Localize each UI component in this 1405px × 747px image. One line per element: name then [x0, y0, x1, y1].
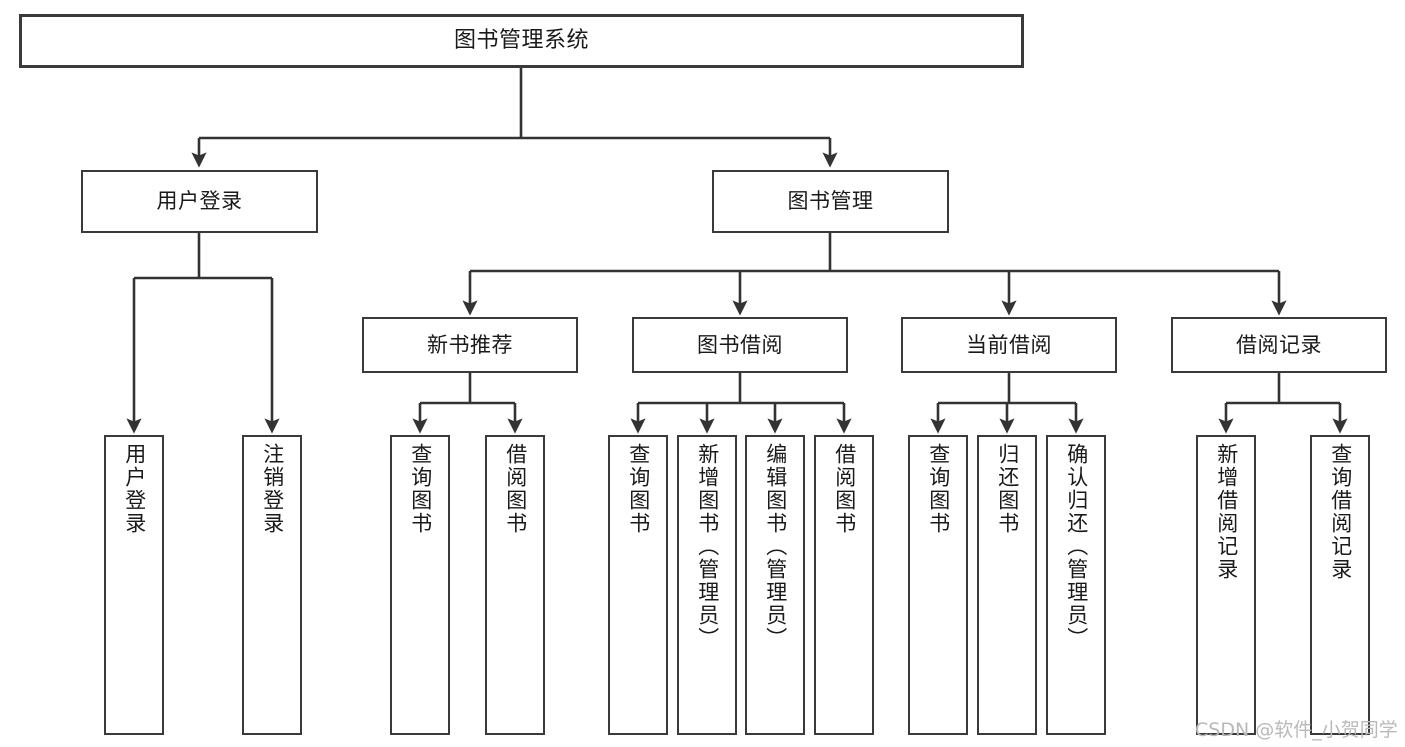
node-root[interactable]: 图书管理系统 — [19, 14, 1024, 68]
leaf-user-login[interactable]: 用户登录 — [104, 435, 164, 735]
leaf-return-book[interactable]: 归还图书 — [977, 435, 1037, 735]
leaf-query-book-a-label: 查询图书 — [408, 443, 433, 535]
leaf-query-book-c[interactable]: 查询图书 — [908, 435, 968, 735]
leaf-user-logout-label: 注销登录 — [260, 443, 285, 535]
node-new-book-recommend-label: 新书推荐 — [427, 332, 513, 357]
node-book-manage[interactable]: 图书管理 — [712, 170, 949, 233]
leaf-query-book-a[interactable]: 查询图书 — [390, 435, 450, 735]
node-borrow-record[interactable]: 借阅记录 — [1171, 317, 1387, 373]
node-book-borrow-label: 图书借阅 — [697, 332, 783, 357]
leaf-query-book-b-label: 查询图书 — [626, 443, 651, 535]
node-current-borrow-label: 当前借阅 — [966, 332, 1052, 357]
leaf-user-login-label: 用户登录 — [122, 443, 147, 535]
leaf-return-book-label: 归还图书 — [995, 443, 1020, 535]
node-new-book-recommend[interactable]: 新书推荐 — [362, 317, 578, 373]
leaf-borrow-book-a-label: 借阅图书 — [503, 443, 528, 535]
leaf-add-book-label: 新增图书（管理员） — [695, 443, 720, 650]
leaf-edit-book[interactable]: 编辑图书（管理员） — [745, 435, 805, 735]
leaf-add-record[interactable]: 新增借阅记录 — [1196, 435, 1256, 735]
leaf-add-record-label: 新增借阅记录 — [1214, 443, 1239, 581]
leaf-borrow-book-a[interactable]: 借阅图书 — [485, 435, 545, 735]
leaf-user-logout[interactable]: 注销登录 — [242, 435, 302, 735]
node-user-login[interactable]: 用户登录 — [81, 170, 318, 233]
leaf-edit-book-label: 编辑图书（管理员） — [763, 443, 788, 650]
leaf-confirm-return-label: 确认归还（管理员） — [1064, 443, 1089, 650]
node-book-manage-label: 图书管理 — [787, 189, 874, 214]
node-book-borrow[interactable]: 图书借阅 — [632, 317, 848, 373]
leaf-confirm-return[interactable]: 确认归还（管理员） — [1046, 435, 1106, 735]
leaf-borrow-book-b-label: 借阅图书 — [832, 443, 857, 535]
leaf-query-record[interactable]: 查询借阅记录 — [1310, 435, 1370, 735]
node-current-borrow[interactable]: 当前借阅 — [901, 317, 1117, 373]
leaf-query-record-label: 查询借阅记录 — [1328, 443, 1353, 581]
node-borrow-record-label: 借阅记录 — [1236, 332, 1322, 357]
leaf-add-book[interactable]: 新增图书（管理员） — [677, 435, 737, 735]
leaf-borrow-book-b[interactable]: 借阅图书 — [814, 435, 874, 735]
node-user-login-label: 用户登录 — [156, 189, 243, 214]
leaf-query-book-b[interactable]: 查询图书 — [608, 435, 668, 735]
node-root-label: 图书管理系统 — [453, 28, 589, 54]
leaf-query-book-c-label: 查询图书 — [926, 443, 951, 535]
csdn-watermark: CSDN @软件_小贺同学 — [1195, 719, 1398, 741]
